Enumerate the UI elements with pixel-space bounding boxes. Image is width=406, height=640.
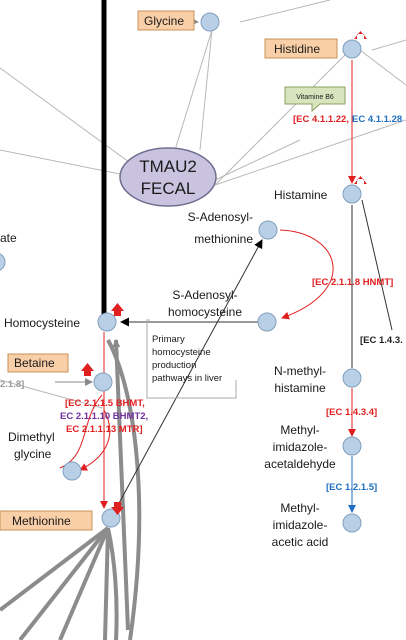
homocysteine-label: Homocysteine bbox=[4, 316, 80, 330]
ec-hnmt-label: [EC 2.1.1.8 HNMT] bbox=[312, 277, 393, 288]
background-connections bbox=[0, 0, 406, 409]
nodes bbox=[0, 12, 362, 533]
betaine-dmg-arrow bbox=[79, 409, 111, 471]
homocysteine-node[interactable] bbox=[97, 312, 117, 332]
methionine-sam-arrow bbox=[111, 239, 263, 517]
note-line4: pathways in liver bbox=[152, 373, 222, 384]
ec-aldh-label: [EC 1.2.1.5] bbox=[326, 482, 377, 493]
histamine-right-line bbox=[361, 199, 393, 331]
methionine-node[interactable] bbox=[101, 508, 121, 528]
methionine-down-icon bbox=[111, 502, 124, 515]
note-bracket bbox=[146, 319, 237, 399]
ec-mtr-label: EC 2.1.1.13 MTR] bbox=[66, 424, 143, 435]
note-line3: production bbox=[152, 360, 196, 371]
vitamin-label: Vitamine B6 bbox=[296, 94, 334, 101]
betaine-node[interactable] bbox=[93, 372, 113, 392]
histidine-up-icon bbox=[354, 31, 367, 39]
ec-bhmt2-label: EC 2.1.1.10 BHMT2, bbox=[60, 411, 148, 422]
sam-label-1: S-Adenosyl- bbox=[188, 210, 253, 224]
partial-left-node[interactable] bbox=[0, 253, 6, 271]
methionine-box[interactable] bbox=[0, 510, 93, 531]
tmau-line2: FECAL bbox=[141, 179, 196, 198]
ec-hdc-a: [EC 4.1.1.22, bbox=[293, 114, 349, 125]
ec-right-partial-label: [EC 1.4.3. bbox=[360, 335, 403, 346]
ec-mao-label: [EC 1.4.3.4] bbox=[326, 407, 377, 418]
vitamin-callout bbox=[284, 86, 346, 113]
dmg-node[interactable] bbox=[62, 461, 82, 481]
nmh-label-1: N-methyl- bbox=[274, 364, 326, 378]
glycine-node[interactable] bbox=[200, 12, 220, 32]
sam-node[interactable] bbox=[258, 220, 278, 240]
histidine-box[interactable] bbox=[264, 38, 338, 59]
ec-bhmt-label: [EC 2.1.1.5 BHMT, bbox=[65, 398, 145, 409]
mia-node[interactable] bbox=[342, 436, 362, 456]
betaine-up-icon bbox=[81, 363, 94, 376]
sam-label-2: methionine bbox=[194, 232, 253, 246]
sah-label-1: S-Adenosyl- bbox=[172, 288, 237, 302]
note-line2: homocysteine bbox=[152, 347, 211, 358]
partial-ate-label: ate bbox=[0, 231, 17, 245]
glycine-box[interactable] bbox=[137, 10, 195, 31]
methionine-label: Methionine bbox=[12, 514, 71, 528]
sam-sah-arrow bbox=[279, 229, 334, 320]
grey-arrow-to-homocysteine bbox=[112, 339, 130, 631]
dmg-label-2: glycine bbox=[14, 447, 52, 461]
miaa-label-3: acetic acid bbox=[272, 535, 329, 549]
betaine-label: Betaine bbox=[14, 356, 55, 370]
mia-label-2: imidazole- bbox=[273, 440, 328, 454]
ec-hdc-b: EC 4.1.1.28 bbox=[352, 114, 402, 125]
ec-left-partial-label: 2.1.8] bbox=[0, 379, 24, 390]
betaine-box[interactable] bbox=[7, 353, 69, 373]
histamine-label: Histamine bbox=[274, 188, 328, 202]
nmh-node[interactable] bbox=[342, 368, 362, 388]
note-line1: Primary bbox=[152, 334, 185, 345]
glycine-label: Glycine bbox=[144, 14, 184, 28]
mia-label-3: acetaldehyde bbox=[264, 457, 336, 471]
tmau2-fecal-ellipse[interactable] bbox=[119, 147, 217, 207]
histamine-up-icon bbox=[354, 176, 367, 184]
mia-label-1: Methyl- bbox=[280, 423, 319, 437]
nmh-label-2: histamine bbox=[274, 381, 326, 395]
miaa-label-2: imidazole- bbox=[273, 518, 328, 532]
histidine-label: Histidine bbox=[274, 42, 320, 56]
miaa-node[interactable] bbox=[342, 513, 362, 533]
ec-hdc-label: [EC 4.1.1.22,EC 4.1.1.28 bbox=[293, 114, 402, 125]
homocysteine-up-icon bbox=[111, 303, 124, 316]
indicator-arrows bbox=[81, 31, 367, 515]
histidine-node[interactable] bbox=[342, 39, 362, 59]
dmg-label-1: Dimethyl bbox=[8, 430, 55, 444]
tmau-line1: TMAU2 bbox=[139, 157, 197, 176]
miaa-label-1: Methyl- bbox=[280, 501, 319, 515]
sah-label-2: homocysteine bbox=[168, 305, 242, 319]
histamine-node[interactable] bbox=[342, 184, 362, 204]
sah-node[interactable] bbox=[257, 312, 277, 332]
